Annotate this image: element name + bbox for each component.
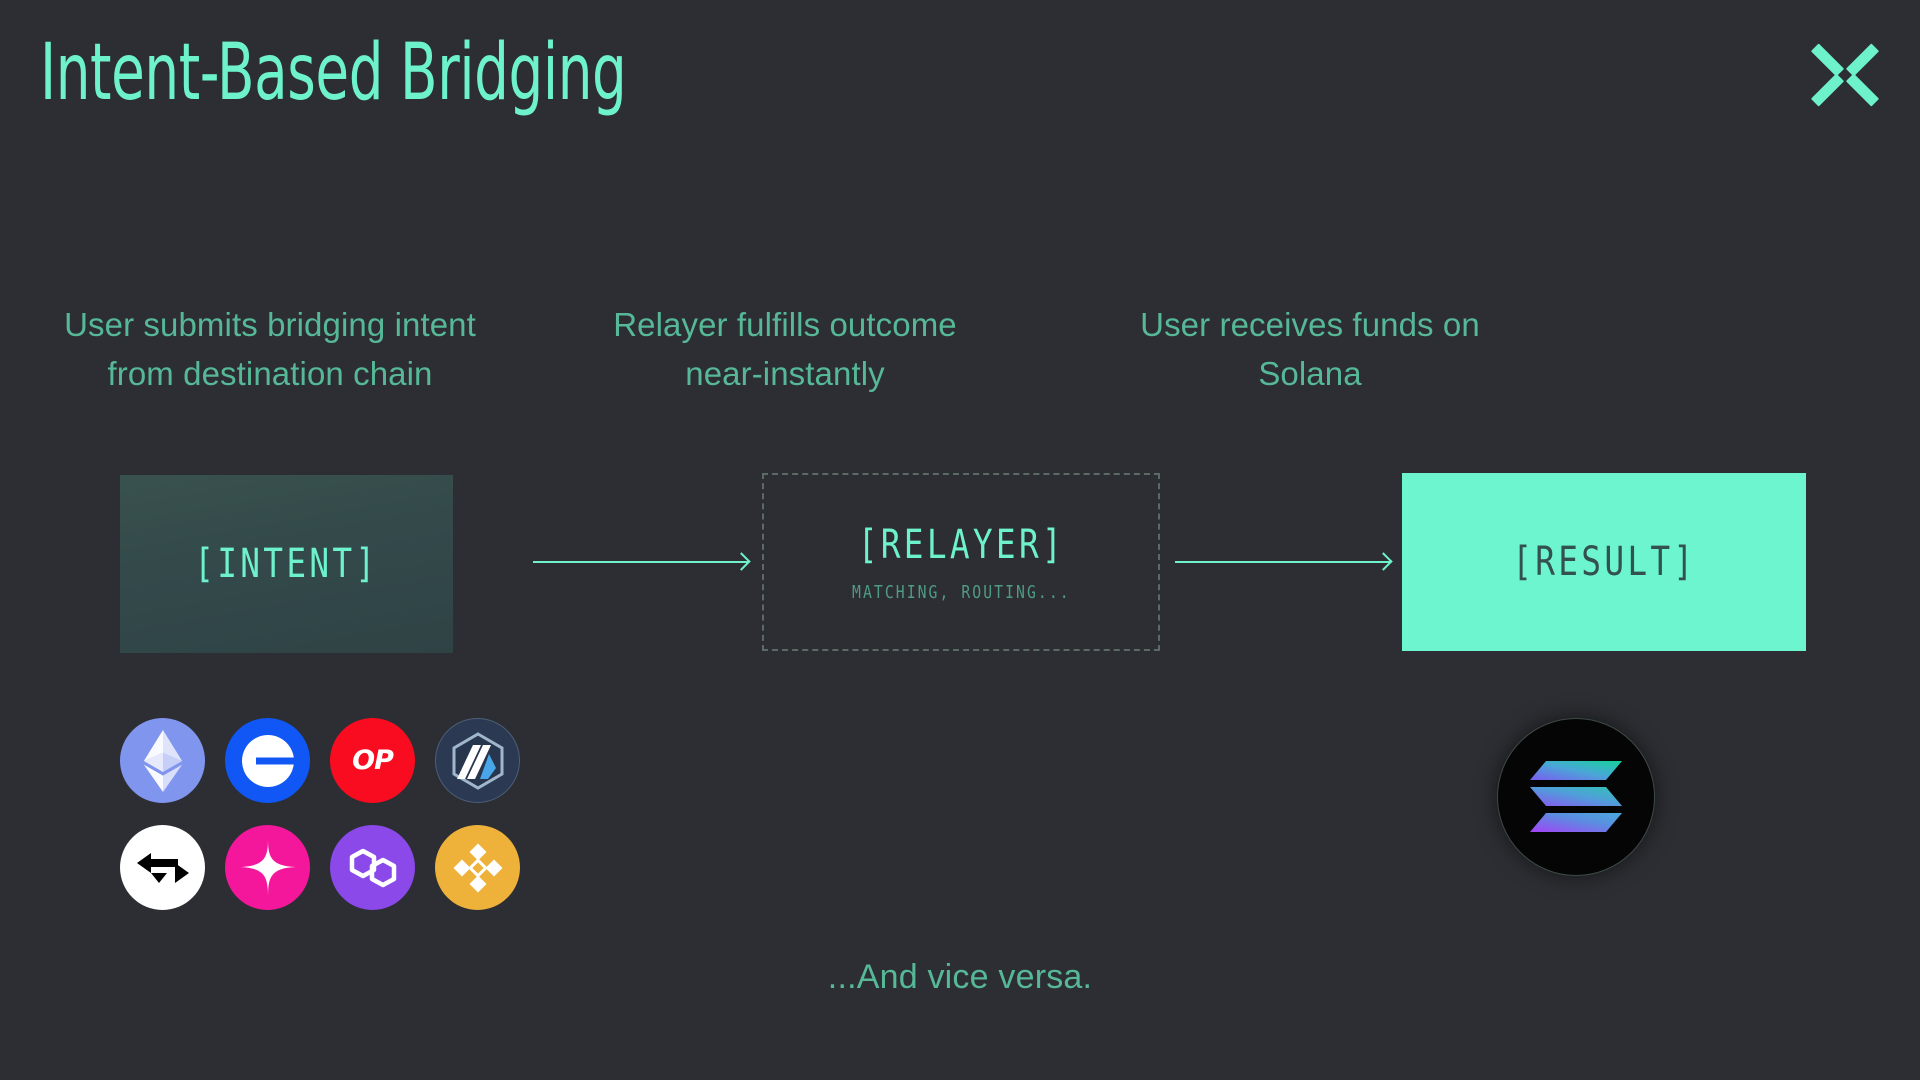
arrow-shaft	[533, 561, 748, 563]
close-stroke-bottom-right	[1845, 73, 1880, 107]
result-box[interactable]: [RESULT]	[1402, 473, 1806, 651]
close-stroke-top-right	[1845, 43, 1880, 77]
step-1-caption: User submits bridging intent from destin…	[60, 300, 480, 398]
polygon-glyph	[349, 848, 396, 887]
step-2-caption-line2: near-instantly	[685, 355, 885, 392]
swap-glyph	[136, 852, 189, 883]
footer-note: ...And vice versa.	[827, 958, 1093, 996]
ethereum-glyph	[143, 729, 182, 792]
step-column-2: Relayer fulfills outcome near-instantly	[575, 300, 995, 398]
step-3-caption-line1: User receives funds on	[1140, 306, 1480, 343]
step-column-1: User submits bridging intent from destin…	[60, 300, 480, 398]
arrow-intent-to-relayer	[533, 552, 751, 572]
step-3-caption: User receives funds on Solana	[1100, 300, 1520, 398]
close-x-icon[interactable]	[1810, 40, 1880, 110]
arrow-head-icon	[732, 552, 751, 571]
bnb-glyph	[453, 843, 502, 892]
arrow-shaft	[1175, 561, 1390, 563]
source-chain-grid: OP	[120, 718, 520, 910]
relayer-box[interactable]: [RELAYER] MATCHING, ROUTING...	[762, 473, 1160, 651]
swap-arrows-icon[interactable]	[120, 825, 205, 910]
relayer-box-subtitle: MATCHING, ROUTING...	[851, 581, 1071, 603]
optimism-icon[interactable]: OP	[330, 718, 415, 803]
base-glyph	[241, 734, 294, 787]
step-1-caption-line1: User submits bridging intent	[64, 306, 476, 343]
step-column-3: User receives funds on Solana	[1100, 300, 1520, 398]
result-box-label: [RESULT]	[1511, 539, 1697, 585]
arbitrum-glyph	[452, 731, 503, 790]
optimism-label: OP	[352, 745, 394, 776]
base-icon[interactable]	[225, 718, 310, 803]
polygon-icon[interactable]	[330, 825, 415, 910]
arrow-head-icon	[1374, 552, 1393, 571]
step-2-caption: Relayer fulfills outcome near-instantly	[575, 300, 995, 398]
star-glyph	[239, 837, 296, 898]
intent-box-label: [INTENT]	[194, 541, 379, 587]
bnb-icon[interactable]	[435, 825, 520, 910]
solana-glyph	[1530, 761, 1622, 832]
solana-icon[interactable]	[1497, 718, 1655, 876]
ethereum-icon[interactable]	[120, 718, 205, 803]
arrow-relayer-to-result	[1175, 552, 1393, 572]
step-3-caption-line2: Solana	[1258, 355, 1362, 392]
page-title: Intent-Based Bridging	[40, 28, 627, 118]
intent-box[interactable]: [INTENT]	[120, 475, 453, 653]
four-point-star-icon[interactable]	[225, 825, 310, 910]
step-2-caption-line1: Relayer fulfills outcome	[613, 306, 957, 343]
step-1-caption-line2: from destination chain	[107, 355, 433, 392]
arbitrum-icon[interactable]	[435, 718, 520, 803]
close-stroke-bottom-left	[1810, 73, 1845, 107]
relayer-box-label: [RELAYER]	[857, 521, 1065, 568]
close-stroke-top-left	[1810, 43, 1845, 77]
